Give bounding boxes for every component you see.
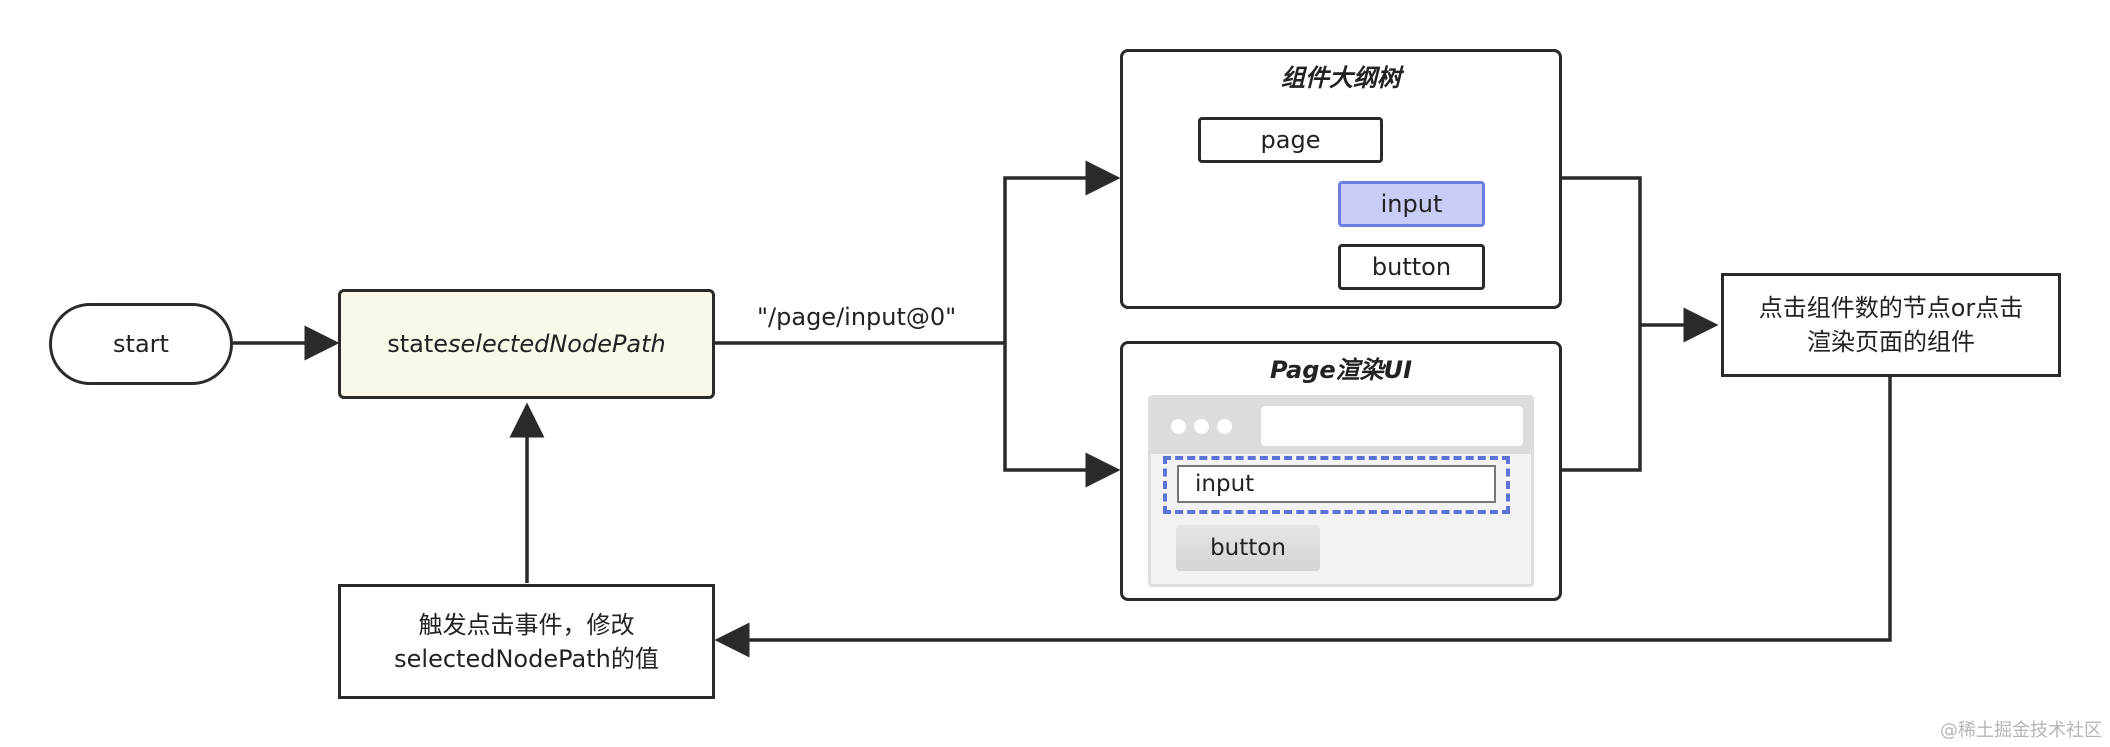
- edge-split-to-outline: [1003, 160, 1121, 343]
- address-bar: [1261, 406, 1523, 446]
- trigger-line-2: selectedNodePath的值: [394, 644, 659, 673]
- state-var: selectedNodePath: [448, 330, 666, 358]
- preview-button[interactable]: button: [1176, 525, 1320, 571]
- window-dot-icon: [1171, 419, 1186, 434]
- selected-component-highlight: [1163, 456, 1510, 514]
- watermark: @稀土掘金技术社区: [1940, 720, 2102, 741]
- tree-node-input[interactable]: input: [1338, 181, 1485, 227]
- trigger-node: 触发点击事件，修改 selectedNodePath的值: [338, 584, 715, 699]
- tree-node-button[interactable]: button: [1338, 244, 1485, 290]
- render-panel-title: Page渲染UI: [1269, 356, 1413, 384]
- start-label: start: [113, 330, 169, 358]
- window-dot-icon: [1217, 419, 1232, 434]
- start-node: start: [49, 303, 233, 385]
- edge-split-to-render: [1003, 343, 1121, 488]
- state-label: stateselectedNodePath: [387, 327, 666, 361]
- edge-outline-to-merge: [1560, 176, 1642, 325]
- tree-node-page[interactable]: page: [1198, 117, 1383, 163]
- browser-toolbar: [1151, 398, 1531, 454]
- edge-result-to-trigger: [714, 375, 1892, 658]
- outline-panel-title: 组件大纲树: [1281, 64, 1401, 92]
- result-node: 点击组件数的节点or点击 渲染页面的组件: [1721, 273, 2061, 377]
- window-dot-icon: [1194, 419, 1209, 434]
- edge-render-to-merge: [1560, 325, 1642, 472]
- result-line-1: 点击组件数的节点or点击: [1758, 294, 2024, 322]
- state-prefix: state: [387, 330, 449, 358]
- trigger-line-1: 触发点击事件，修改: [418, 610, 635, 639]
- edge-label-path: "/page/input@0": [757, 303, 957, 331]
- result-line-2: 渲染页面的组件: [1807, 328, 1975, 356]
- preview-input[interactable]: input: [1177, 465, 1496, 503]
- state-node: stateselectedNodePath: [338, 289, 715, 399]
